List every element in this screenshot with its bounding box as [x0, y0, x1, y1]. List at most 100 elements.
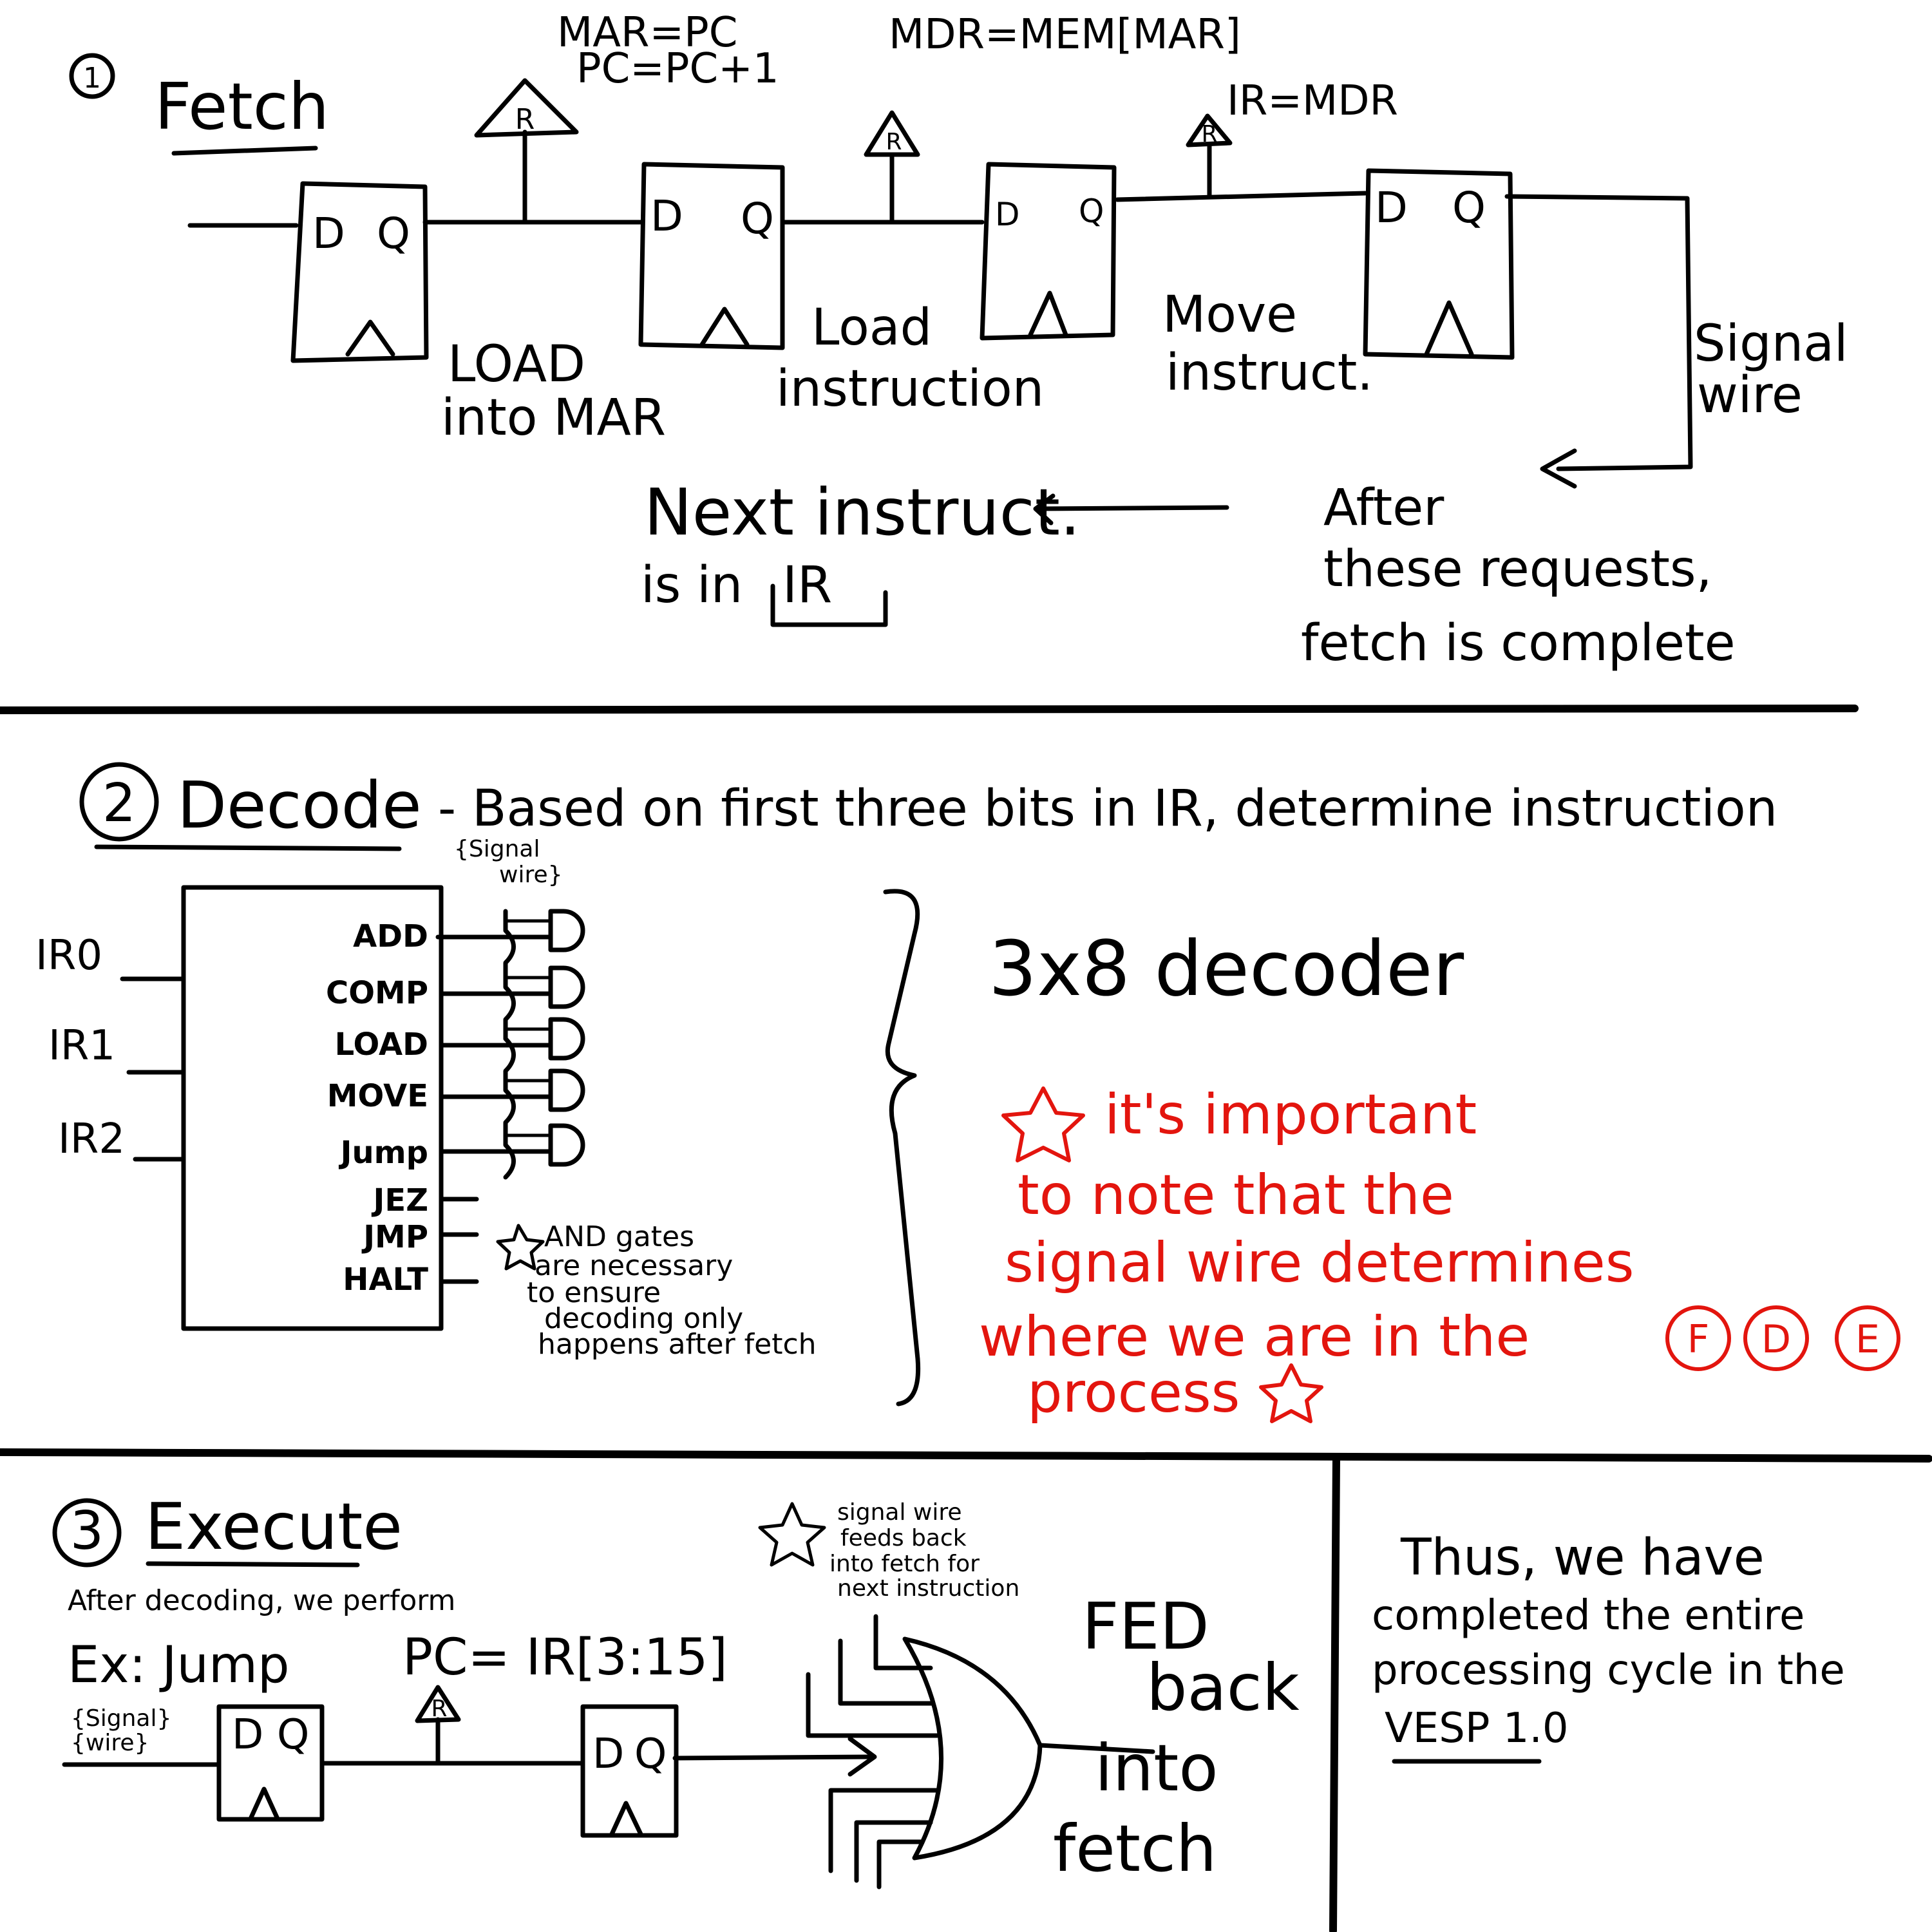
star-icon — [758, 1502, 826, 1567]
step-number-circle — [69, 53, 115, 99]
and-gate-add — [548, 909, 585, 952]
signal-wire-taps — [504, 919, 553, 1137]
reg-label-pc: PC=PC+1 — [576, 45, 779, 93]
caption-load-2: Load — [811, 299, 932, 357]
section-divider-2 — [0, 1448, 1932, 1463]
reg-label-ir: IR=MDR — [1227, 77, 1398, 125]
output-label-jump: Jump — [339, 1135, 428, 1171]
control-r-3: R — [1186, 113, 1233, 199]
r-label: R — [515, 103, 535, 136]
and-gates: {Signal wire} — [454, 836, 585, 1180]
and-gate-jump — [548, 1123, 585, 1167]
summary-line-4: VESP 1.0 — [1385, 1705, 1569, 1752]
decode-title: Decode — [177, 768, 422, 843]
ff-q-label: Q — [634, 1730, 667, 1778]
ir-text: IR — [782, 556, 832, 614]
decoder-label: 3x8 decoder — [989, 924, 1464, 1013]
or-gate-output — [1037, 1743, 1155, 1754]
step-number: 3 — [70, 1501, 104, 1562]
fde-d: D — [1761, 1317, 1791, 1362]
execute-title: Execute — [145, 1489, 402, 1564]
ff-d-label: D — [312, 209, 345, 258]
ff-d-label: D — [592, 1730, 624, 1778]
ff-q-label: Q — [377, 209, 410, 258]
caption-load: LOAD — [448, 336, 585, 393]
ff-d-label: D — [650, 191, 683, 241]
clock-triangle — [345, 319, 395, 357]
decoder-inputs: IR0 IR1 IR2 — [35, 932, 186, 1163]
execute-section: 3 Execute After decoding, we perform Ex:… — [52, 1489, 1300, 1889]
output-label-add: ADD — [353, 918, 428, 954]
flip-flop-4: D Q — [1363, 168, 1515, 360]
step-number-circle — [79, 762, 159, 842]
output-label-jmp: JMP — [361, 1219, 428, 1255]
exec-control-r: R — [415, 1685, 461, 1766]
and-gate-note: AND gates are necessary to ensure decodi… — [496, 1220, 817, 1361]
next-arrowhead — [1033, 493, 1056, 526]
flip-flop-1: D Q — [290, 181, 429, 363]
control-r-1: R — [474, 78, 579, 225]
input-label-ir1: IR1 — [48, 1022, 115, 1070]
r-label: R — [886, 129, 902, 155]
and-gate-comp — [548, 965, 585, 1009]
output-label-load: LOAD — [335, 1027, 428, 1063]
and-note-3: to ensure — [527, 1276, 661, 1309]
ff-d-label: D — [232, 1711, 263, 1759]
reg-label-mar: MAR=PC — [557, 9, 737, 57]
r-label: R — [1201, 121, 1217, 147]
caption-into-mar: into MAR — [441, 389, 666, 447]
and-gate-move — [548, 1068, 585, 1112]
return-arrowhead — [1540, 448, 1577, 489]
exec-signal-note-2: {wire} — [71, 1730, 149, 1756]
ff-q-label: Q — [1452, 183, 1486, 232]
fde-circle-e — [1835, 1305, 1900, 1371]
and-note-4: decoding only — [544, 1302, 743, 1335]
caption-instruction: instruction — [776, 360, 1044, 418]
fde-e: E — [1855, 1317, 1880, 1362]
signal-wire-label-1: Signal — [1694, 315, 1848, 373]
flip-flop-2: D Q — [638, 162, 785, 350]
section-divider-vertical — [1329, 1455, 1340, 1932]
step-number: 2 — [102, 773, 136, 834]
clock-triangle — [249, 1786, 279, 1820]
reg-label-mdr: MDR=MEM[MAR] — [889, 11, 1241, 59]
red-note-4: where we are in the — [979, 1305, 1530, 1369]
next-arrow-line — [1034, 505, 1229, 511]
fde-circle-f — [1665, 1305, 1731, 1371]
feed-note-3: into fetch for — [829, 1551, 980, 1577]
summary-section: Thus, we have completed the entire proce… — [1372, 1529, 1845, 1764]
summary-line-3: processing cycle in the — [1372, 1647, 1845, 1694]
signal-wire-note-1: {Signal — [454, 836, 540, 862]
section-divider-1 — [0, 705, 1859, 714]
star-icon — [1001, 1086, 1085, 1162]
feed-note-1: signal wire — [837, 1499, 962, 1526]
decoder-outputs: ADD COMP LOAD MOVE Jump JEZ JMP HALT — [326, 918, 553, 1298]
red-note-5: process — [1027, 1361, 1240, 1425]
and-note-2: are necessary — [535, 1249, 733, 1282]
input-label-ir2: IR2 — [58, 1115, 125, 1163]
next-instruct-text: Next instruct. — [644, 475, 1081, 550]
signal-wire-label-2: wire — [1697, 366, 1803, 424]
control-r-2: R — [864, 110, 920, 225]
decoder-brace — [883, 889, 921, 1406]
input-label-ir0: IR0 — [35, 932, 102, 980]
execute-desc: After decoding, we perform — [68, 1584, 455, 1617]
decode-section: 2 Decode - Based on first three bits in … — [35, 762, 1900, 1425]
output-label-halt: HALT — [343, 1262, 428, 1298]
red-note-3: signal wire determines — [1005, 1231, 1634, 1295]
exec-flip-flop-2: D Q — [580, 1704, 679, 1838]
ff-d-label: D — [995, 196, 1020, 233]
exec-flip-flop-1: D Q — [216, 1704, 325, 1822]
star-icon — [496, 1224, 545, 1271]
r-label: R — [431, 1696, 447, 1722]
summary-line-1: Thus, we have — [1400, 1529, 1765, 1587]
feed-note-4: next instruction — [837, 1575, 1019, 1602]
execute-arrowhead — [848, 1736, 877, 1777]
after-text-1: After — [1323, 479, 1444, 537]
clock-triangle — [609, 1801, 643, 1837]
red-note-1: it's important — [1104, 1083, 1477, 1147]
ff-q-label: Q — [741, 194, 774, 243]
title-underline — [146, 1561, 360, 1567]
ir-bracket — [770, 583, 888, 627]
into-text: into — [1095, 1730, 1218, 1806]
